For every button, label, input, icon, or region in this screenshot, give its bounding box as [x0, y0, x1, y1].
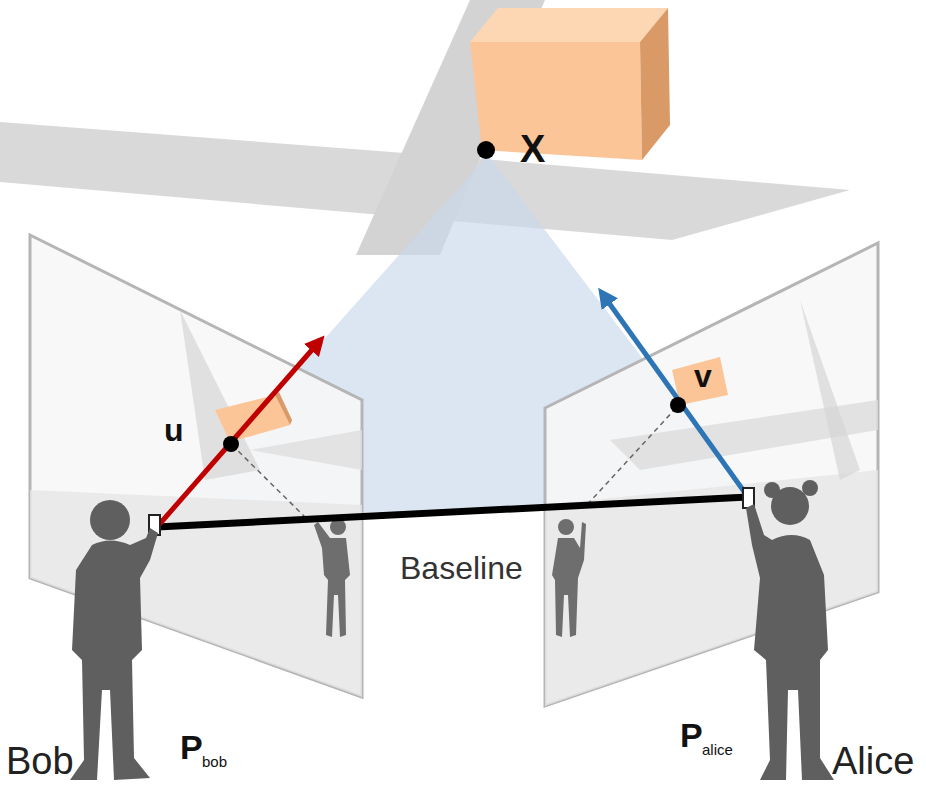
ray-arrow [157, 343, 318, 527]
alice-image-plane [545, 243, 878, 706]
point-label: u [164, 414, 184, 446]
camera-symbol: P [180, 730, 203, 764]
camera-subscript: alice [702, 742, 733, 757]
figure-in-image [314, 519, 586, 637]
projection-line [586, 408, 676, 506]
camera-symbol: P [680, 718, 703, 752]
projection-line [232, 445, 306, 518]
ray-arrow [604, 296, 748, 497]
bob-silhouette [70, 500, 158, 780]
baseline-label: Baseline [400, 552, 523, 584]
person-name: Bob [6, 742, 74, 780]
point-dot [223, 436, 239, 452]
box-top [470, 8, 668, 42]
camera-subscript: bob [202, 754, 227, 769]
point-dot [670, 397, 686, 413]
alice-silhouette [746, 480, 834, 780]
box-front [470, 42, 642, 160]
person-name: Alice [832, 742, 914, 780]
point-dot [477, 141, 495, 159]
baseline [157, 497, 748, 527]
point-label: v [694, 360, 712, 392]
point-label: X [520, 130, 545, 168]
box-side [640, 8, 670, 160]
